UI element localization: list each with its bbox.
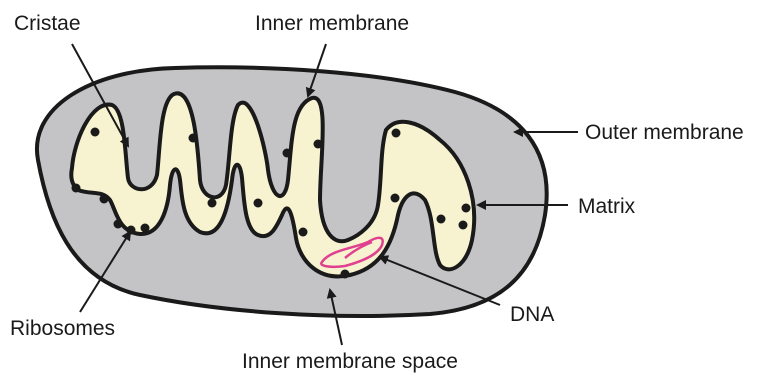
ribosome-dot — [208, 199, 217, 208]
ribosome-dot — [254, 199, 263, 208]
ribosome-dot — [72, 184, 81, 193]
label-outer-membrane: Outer membrane — [585, 121, 744, 144]
ribosome-dot — [100, 195, 109, 204]
ribosome-dot — [437, 215, 446, 224]
ribosome-dot — [462, 204, 471, 213]
ribosome-dot — [127, 226, 136, 235]
ribosome-dot — [91, 128, 100, 137]
label-cristae: Cristae — [14, 12, 81, 35]
ribosome-dot — [299, 228, 308, 237]
ribosome-dot — [341, 270, 350, 279]
ribosome-dot — [141, 224, 150, 233]
ribosome-dot — [283, 149, 292, 158]
ribosome-dot — [459, 221, 468, 230]
ribosome-dot — [392, 129, 401, 138]
ribosome-dot — [189, 134, 198, 143]
label-inner-membrane-space: Inner membrane space — [242, 350, 458, 373]
label-inner-membrane: Inner membrane — [255, 12, 409, 35]
label-dna: DNA — [510, 303, 554, 326]
ribosome-dot — [114, 220, 123, 229]
ribosome-dot — [314, 140, 323, 149]
label-matrix: Matrix — [578, 195, 636, 218]
label-ribosomes: Ribosomes — [10, 317, 115, 340]
ribosome-dot — [391, 194, 400, 203]
